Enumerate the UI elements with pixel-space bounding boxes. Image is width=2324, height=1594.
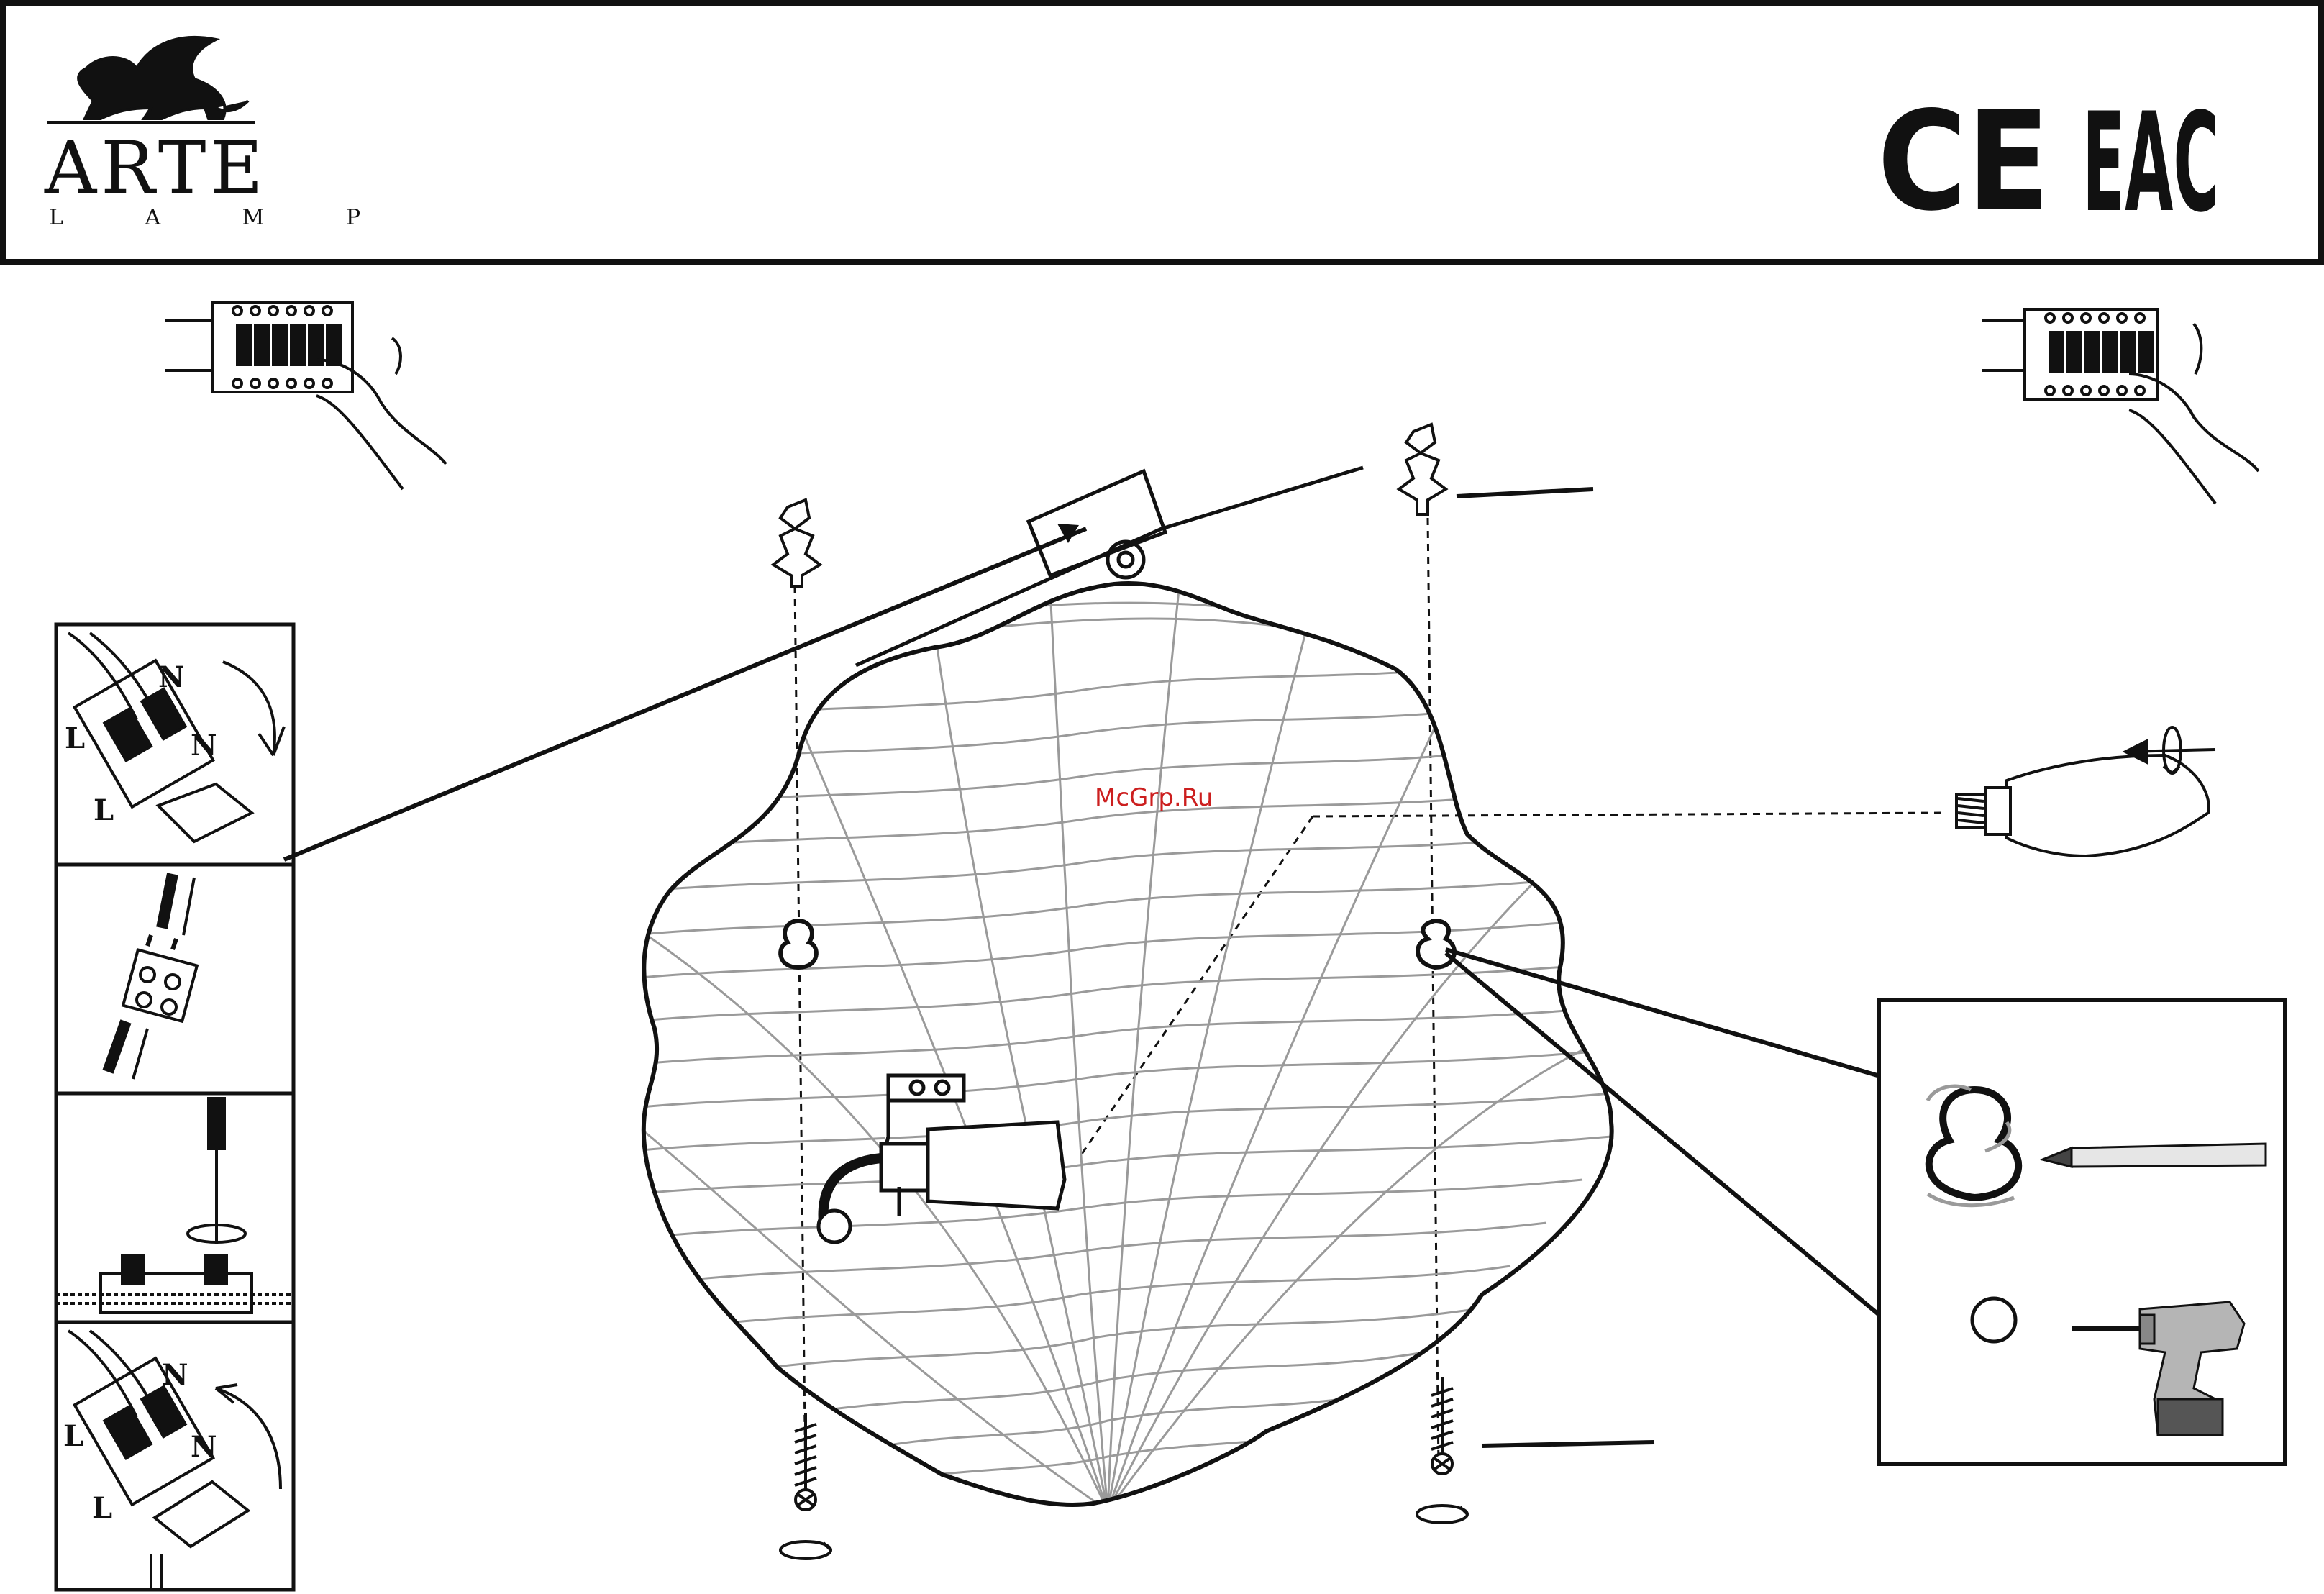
inset-frame	[1879, 1000, 2285, 1464]
shade-ribs	[626, 583, 1611, 1511]
watermark: McGrp.Ru	[1095, 783, 1213, 812]
label-l-mid-2: L	[92, 1491, 112, 1525]
label-l-top-2: L	[63, 1419, 83, 1453]
wiring-step-4: N L N L	[63, 1331, 281, 1590]
ce-mark: CE	[1877, 82, 2050, 241]
screw-icon	[780, 1413, 831, 1559]
shell-outline	[644, 583, 1612, 1505]
brand-sub: L A M P	[49, 205, 398, 230]
certification-marks: CE EAC	[1877, 82, 2219, 242]
label-l-mid: L	[94, 793, 114, 827]
brand-logo: ARTE L A M P	[44, 37, 398, 230]
pencil-icon	[2043, 1144, 2266, 1167]
label-n-mid: N	[191, 729, 217, 762]
keyhole-slot-icon	[1418, 921, 1454, 967]
wall-plug-callout	[1457, 489, 1593, 496]
wiring-step-2	[108, 874, 197, 1079]
label-n-top-2: N	[162, 1358, 188, 1392]
label-n-mid-2: N	[191, 1430, 217, 1464]
leader-line-terminal	[284, 529, 1086, 860]
label-n-top: N	[158, 660, 185, 694]
mounting-bracket	[856, 468, 1363, 665]
keyhole-slot-icon	[1929, 1090, 2018, 1198]
shell-shade	[626, 583, 1612, 1511]
wiring-step-3	[56, 1098, 293, 1313]
brand-name: ARTE	[44, 126, 267, 210]
inset-callout-lines	[1446, 949, 1881, 1316]
eac-mark: EAC	[2082, 83, 2219, 242]
screw-callout	[1482, 1442, 1654, 1446]
screw-icon	[1417, 1377, 1467, 1523]
drill-hole-icon	[1972, 1298, 2015, 1342]
breaker-on-icon	[1982, 309, 2259, 504]
breaker-off-icon	[165, 302, 446, 489]
wiring-steps-panel	[56, 624, 293, 1590]
wall-plug-icon	[1399, 424, 1446, 514]
winged-lion-logo-icon	[78, 37, 248, 119]
label-l-top: L	[65, 721, 85, 755]
wiring-step-1: N L N L	[65, 633, 284, 842]
wall-plug-icon	[773, 500, 820, 586]
keyhole-slot-icon	[780, 921, 816, 967]
inset-marking-drilling	[1879, 1000, 2285, 1464]
lamp-holder	[819, 1075, 1065, 1242]
